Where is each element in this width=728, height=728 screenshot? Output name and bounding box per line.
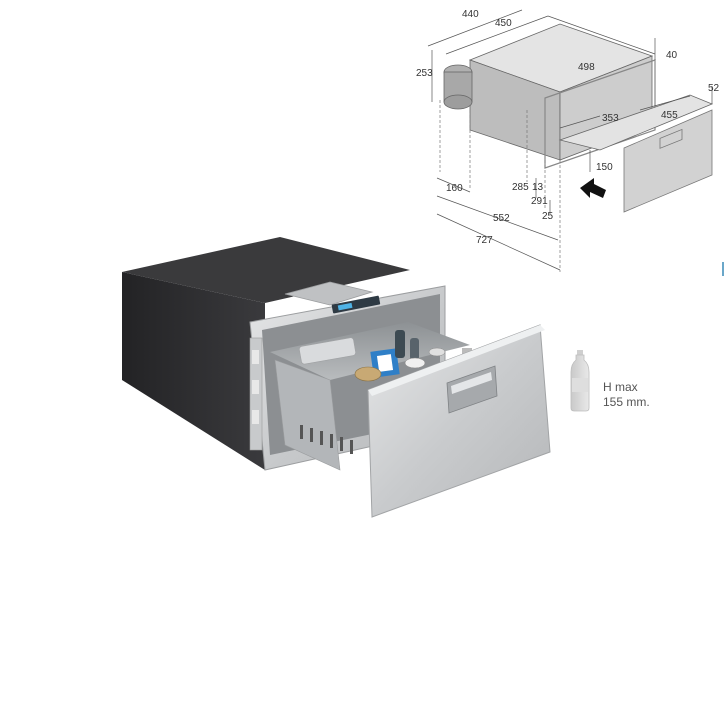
dim-25-label: 25 — [542, 211, 554, 222]
drawer-rail-slots — [300, 425, 353, 454]
dim-13-label: 13 — [532, 182, 544, 193]
dim-552-label: 552 — [493, 213, 510, 224]
cup-top — [404, 357, 426, 369]
dim-498-label: 498 — [578, 62, 595, 73]
drawer-top-rim — [270, 322, 470, 380]
dim-285-label: 285 — [512, 182, 529, 193]
drawer-side — [274, 359, 341, 471]
drawer-latch — [462, 348, 472, 354]
drawer-contents — [299, 330, 472, 382]
bottle — [395, 330, 405, 358]
dim-150-label: 150 — [596, 162, 613, 173]
dim-160-label: 160 — [446, 183, 463, 194]
can-top — [428, 347, 446, 357]
cabinet-top — [122, 237, 410, 303]
blueprint-box — [443, 23, 656, 169]
jar-lid — [354, 366, 382, 382]
dim-40-label: 40 — [666, 50, 678, 61]
drawer-front-edge — [368, 325, 545, 396]
food-tray — [299, 337, 356, 365]
dim-253-label: 253 — [416, 68, 433, 79]
cabinet-side — [122, 272, 265, 470]
bottle-height-value: 155 mm. — [603, 395, 650, 409]
milk-carton-label — [376, 354, 394, 372]
dim-291-label: 291 — [531, 196, 548, 207]
dimension-diagram: 440 450 253 40 498 52 455 353 150 285 13… — [416, 9, 720, 272]
dim-450-label: 450 — [495, 18, 512, 29]
bottle — [410, 338, 419, 360]
dim-353-label: 353 — [602, 113, 619, 124]
control-display — [337, 302, 353, 311]
drawer-handle-highlight — [451, 372, 492, 394]
bottle-height-label: H max — [603, 380, 638, 394]
frame-bracket — [252, 380, 259, 394]
insert-arrow-icon — [580, 178, 606, 198]
frame-bracket — [252, 410, 259, 424]
dim-727-label: 727 — [476, 235, 493, 246]
dim-440-label: 440 — [462, 9, 479, 20]
edge-marker — [722, 262, 724, 276]
dim-455-label: 455 — [661, 110, 678, 121]
bottle-icon — [570, 350, 590, 412]
frame-bracket — [252, 350, 259, 364]
drawer-refrigerator-render — [122, 237, 551, 518]
top-vent-plate — [284, 281, 374, 306]
bottle-height-caption: H max 155 mm. — [603, 380, 650, 410]
dim-52-label: 52 — [708, 83, 720, 94]
